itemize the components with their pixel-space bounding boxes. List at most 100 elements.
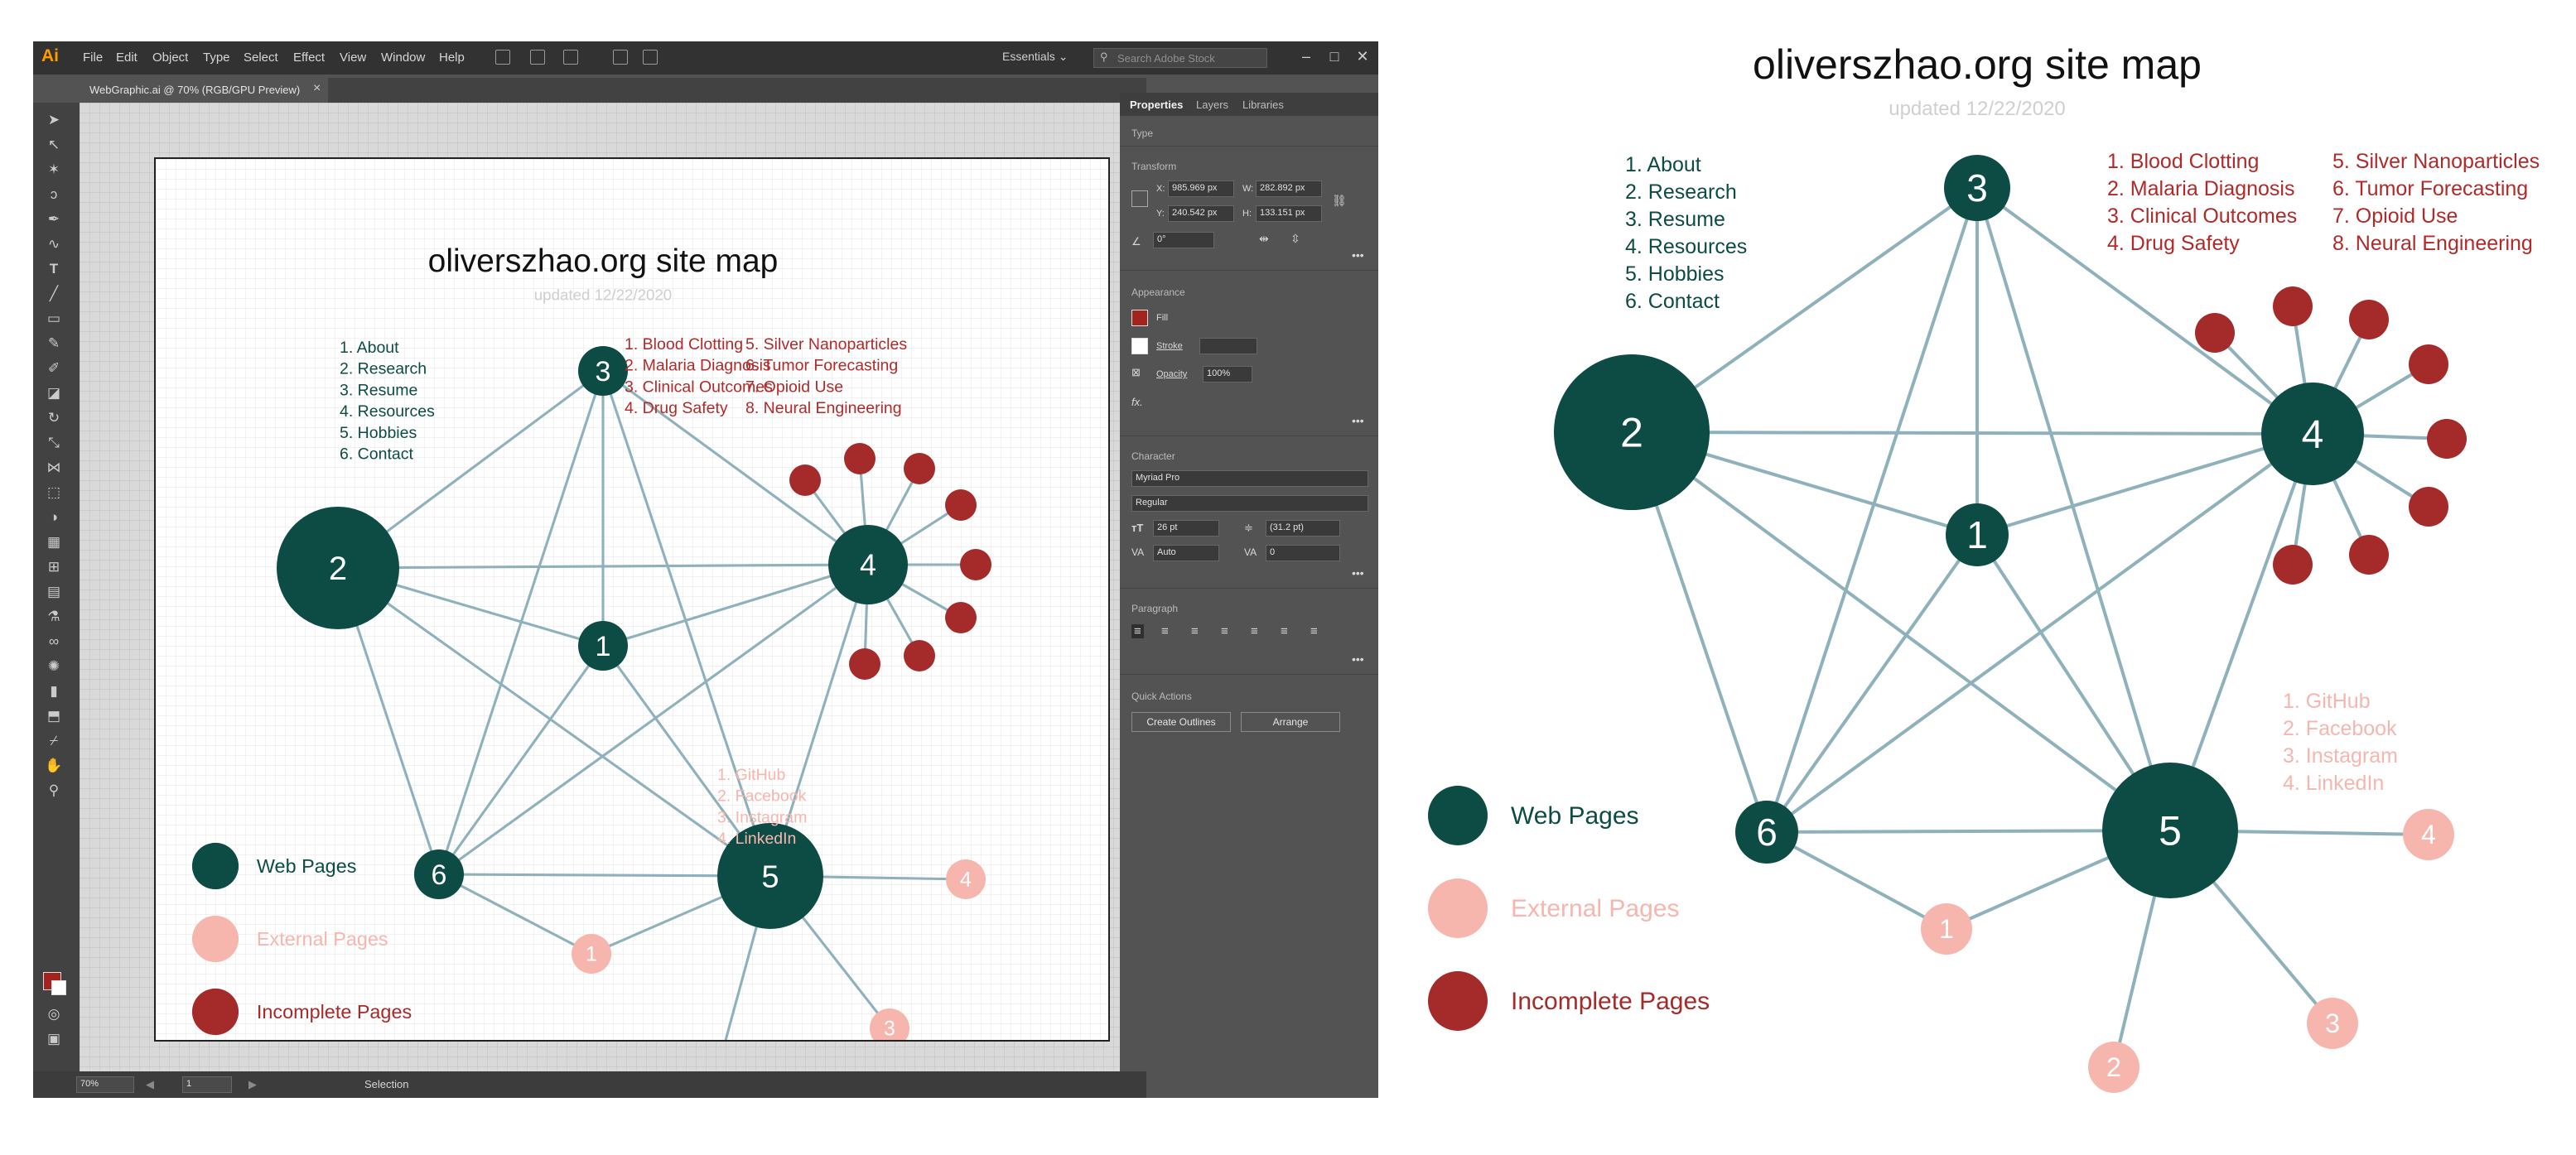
minimize-icon[interactable]: – [1301, 48, 1310, 65]
more-options-icon[interactable]: ••• [1352, 652, 1364, 666]
fill-swatch[interactable] [1131, 310, 1148, 326]
curvature-tool-icon[interactable]: ∿ [47, 236, 60, 252]
tracking-field[interactable]: 0 [1266, 545, 1340, 561]
font-family-select[interactable]: Myriad Pro [1131, 470, 1368, 487]
type-tool-icon[interactable]: T [49, 261, 59, 277]
menu-file[interactable]: File [83, 51, 104, 65]
external-page-node [2088, 1042, 2139, 1093]
screen-mode-icon[interactable]: ▣ [46, 1031, 61, 1047]
eraser-tool-icon[interactable]: ◪ [46, 385, 61, 401]
more-options-icon[interactable]: ••• [1352, 566, 1364, 580]
workspace-switcher[interactable]: Essentials ⌄ [1002, 50, 1068, 64]
web-node-label: 6 [1756, 811, 1778, 854]
menu-edit[interactable]: Edit [116, 51, 137, 65]
mesh-tool-icon[interactable]: ⊞ [47, 559, 60, 575]
shaper-tool-icon[interactable]: ✐ [47, 360, 60, 376]
leading-field[interactable]: (31.2 pt) [1266, 520, 1340, 537]
stroke-swatch[interactable] [1131, 338, 1148, 354]
eyedropper-tool-icon[interactable]: ⚗ [47, 609, 60, 624]
shape-builder-tool-icon[interactable]: ◑ [49, 509, 59, 525]
menu-type[interactable]: Type [203, 51, 230, 65]
menu-select[interactable]: Select [244, 51, 278, 65]
bridge-icon[interactable] [495, 50, 510, 65]
rectangle-tool-icon[interactable]: ▭ [46, 310, 61, 326]
rotation-field[interactable]: 0° [1153, 232, 1214, 248]
paintbrush-tool-icon[interactable]: ✎ [47, 335, 60, 351]
gradient-tool-icon[interactable]: ▤ [46, 584, 61, 599]
next-artboard-icon[interactable]: ▶ [248, 1078, 257, 1090]
stroke-label[interactable]: Stroke [1156, 341, 1183, 351]
tab-libraries[interactable]: Libraries [1242, 99, 1284, 111]
constrain-proportions-icon[interactable]: ⛓ [1332, 194, 1347, 207]
more-options-icon[interactable]: ••• [1352, 414, 1364, 427]
arrange-documents-icon[interactable] [563, 50, 578, 65]
kerning-field[interactable]: Auto [1153, 545, 1219, 561]
tab-layers[interactable]: Layers [1196, 99, 1229, 111]
drawing-mode-icon[interactable]: ◎ [47, 1006, 60, 1022]
justify-center-icon[interactable]: ≡ [1251, 624, 1258, 638]
perspective-grid-tool-icon[interactable]: ▦ [46, 534, 61, 550]
blend-tool-icon[interactable]: ∞ [48, 633, 60, 649]
align-right-icon[interactable]: ≡ [1191, 624, 1199, 638]
opacity-label[interactable]: Opacity [1156, 369, 1188, 379]
free-transform-tool-icon[interactable]: ⬚ [46, 484, 61, 500]
width-field[interactable]: 282.892 px [1256, 180, 1322, 197]
align-center-icon[interactable]: ≡ [1161, 624, 1169, 638]
direct-selection-tool-icon[interactable]: ↖ [47, 137, 60, 152]
artboard-select[interactable]: 1 [182, 1076, 232, 1093]
slice-tool-icon[interactable]: ⌿ [49, 733, 59, 748]
close-tab-icon[interactable]: × [313, 81, 321, 95]
reference-point-icon[interactable] [1131, 190, 1148, 207]
stroke-color-swatch[interactable] [51, 980, 66, 995]
pen-tool-icon[interactable]: ✒ [47, 211, 60, 227]
arrange-button[interactable]: Arrange [1241, 712, 1340, 732]
fx-icon[interactable]: fx. [1131, 396, 1143, 408]
more-options-icon[interactable]: ••• [1352, 248, 1364, 262]
hand-tool-icon[interactable]: ✋ [45, 758, 63, 773]
x-field[interactable]: 985.969 px [1168, 180, 1234, 197]
menu-object[interactable]: Object [152, 51, 189, 65]
gpu-performance-icon[interactable] [643, 50, 658, 65]
height-field[interactable]: 133.151 px [1256, 205, 1322, 222]
flip-horizontal-icon[interactable]: ⇹ [1259, 232, 1269, 245]
menu-help[interactable]: Help [439, 51, 465, 65]
external-node-label: 4 [2421, 820, 2436, 849]
previous-artboard-icon[interactable]: ◀ [146, 1078, 154, 1090]
graph-tool-icon[interactable]: ▮ [50, 683, 58, 699]
artboard-tool-icon[interactable]: ⬒ [46, 708, 61, 724]
font-style-select[interactable]: Regular [1131, 495, 1368, 512]
width-tool-icon[interactable]: ⋈ [46, 460, 61, 475]
brush-icon[interactable] [613, 50, 628, 65]
menu-view[interactable]: View [340, 51, 367, 65]
maximize-icon[interactable]: □ [1329, 48, 1339, 65]
stock-icon[interactable] [530, 50, 545, 65]
stroke-weight-field[interactable] [1199, 338, 1257, 354]
opacity-field[interactable]: 100% [1203, 366, 1252, 383]
zoom-tool-icon[interactable]: ⚲ [48, 782, 60, 798]
magic-wand-tool-icon[interactable]: ✶ [47, 161, 60, 177]
document-tab[interactable]: WebGraphic.ai @ 70% (RGB/GPU Preview) × [80, 78, 328, 103]
lasso-tool-icon[interactable]: ↄ [50, 186, 58, 202]
scale-tool-icon[interactable]: ⤡ [48, 435, 60, 450]
align-left-icon[interactable]: ≡ [1131, 624, 1144, 638]
close-icon[interactable]: ✕ [1356, 48, 1369, 65]
menu-effect[interactable]: Effect [293, 51, 326, 65]
rotate-tool-icon[interactable]: ↻ [47, 410, 60, 426]
flip-vertical-icon[interactable]: ⇳ [1290, 232, 1300, 245]
stock-search-input[interactable]: ⚲ Search Adobe Stock [1093, 48, 1267, 68]
menu-window[interactable]: Window [381, 51, 426, 65]
legend-swatch [1428, 971, 1488, 1031]
symbol-sprayer-tool-icon[interactable]: ✺ [47, 658, 60, 674]
font-size-field[interactable]: 26 pt [1153, 520, 1219, 537]
create-outlines-button[interactable]: Create Outlines [1131, 712, 1231, 732]
justify-left-icon[interactable]: ≡ [1221, 624, 1228, 638]
justify-all-icon[interactable]: ≡ [1310, 624, 1318, 638]
zoom-select[interactable]: 70% [76, 1076, 134, 1093]
y-field[interactable]: 240.542 px [1168, 205, 1234, 222]
line-tool-icon[interactable]: ╱ [49, 286, 59, 301]
tab-properties[interactable]: Properties [1130, 99, 1184, 111]
selection-tool-icon[interactable]: ➤ [47, 112, 60, 128]
justify-right-icon[interactable]: ≡ [1281, 624, 1288, 638]
